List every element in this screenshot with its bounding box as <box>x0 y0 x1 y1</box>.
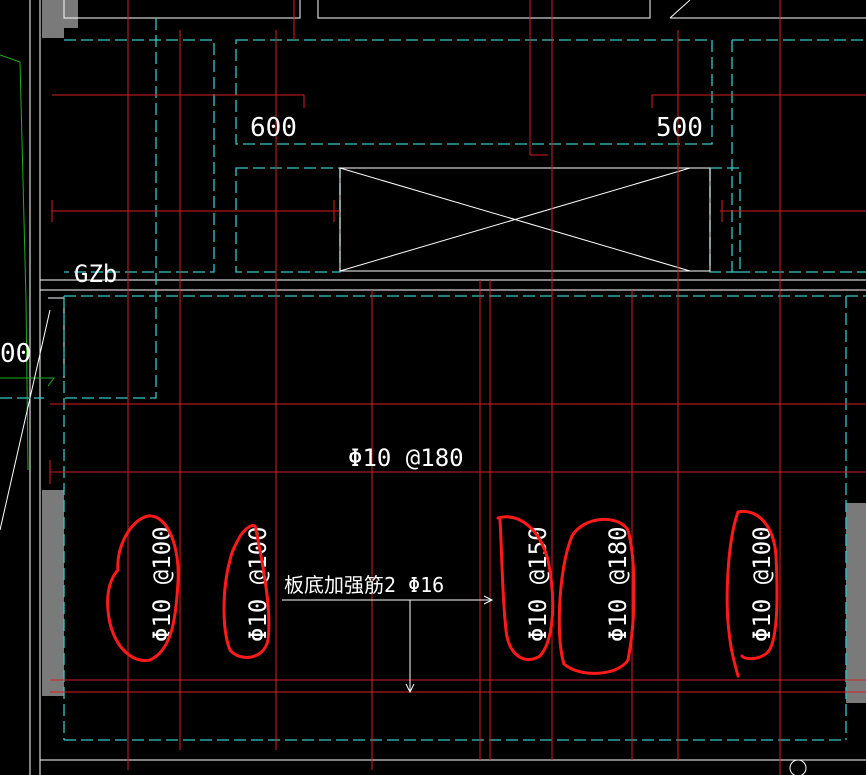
white-diagonal-left <box>0 309 51 531</box>
structure-edges <box>29 0 866 775</box>
column-top-left-cap <box>64 0 78 28</box>
markup-loop-1 <box>106 514 180 662</box>
horizontal-rebar-label: Φ10 @180 <box>348 444 464 472</box>
vertical-rebar-labels: Φ10 @100 Φ10 @100 Φ10 @150 Φ10 @180 Φ10 … <box>148 526 776 642</box>
green-lines <box>0 54 55 471</box>
green-polyline <box>0 54 29 471</box>
column-top-left <box>42 0 64 38</box>
opening-frame <box>339 167 711 272</box>
beam-edge-top-right <box>669 0 866 19</box>
rebar-h-mid-ticks <box>51 200 723 222</box>
dashed-left-vertical <box>64 18 157 399</box>
vertical-rebar-label-1: Φ10 @100 <box>148 526 176 642</box>
opening <box>339 167 711 272</box>
leader-lines <box>0 309 51 531</box>
opening-diagonal-b <box>339 167 691 272</box>
markup-loop-4 <box>557 517 636 675</box>
dimension-500: 500 <box>656 113 703 143</box>
green-arrow <box>0 377 55 387</box>
vertical-rebar-label-3: Φ10 @150 <box>524 526 552 642</box>
note-arrow-right <box>483 595 494 605</box>
dimension-600: 600 <box>250 113 297 143</box>
beam-edge-mid <box>40 279 866 291</box>
dashed-upper-box <box>235 39 713 145</box>
beam-edge-top-left <box>63 0 301 19</box>
markup-loop-5 <box>725 509 779 678</box>
markup-loops <box>106 509 779 678</box>
beam-edge-top-mid <box>317 0 651 19</box>
markup-loop-2 <box>222 524 271 659</box>
dashed-right-room <box>731 39 866 273</box>
markup-loop-3 <box>496 515 555 662</box>
wall-edge-left <box>29 0 41 775</box>
note-leader <box>282 595 494 694</box>
rebar-h-upper-left <box>52 94 305 108</box>
column-tag: GZb <box>74 260 117 288</box>
dashed-left-room <box>64 39 215 273</box>
section-marker <box>789 759 807 775</box>
dimension-left: 00 <box>0 339 31 369</box>
column-bottom-left <box>42 490 64 696</box>
reinforcement-note: 板底加强筋2 Φ16 <box>284 573 444 597</box>
column-bottom-right <box>846 503 866 703</box>
vertical-rebar-label-4: Φ10 @180 <box>604 526 632 642</box>
rebar-lines <box>49 0 866 775</box>
columns <box>42 0 866 703</box>
vertical-rebar-label-5: Φ10 @100 <box>748 526 776 642</box>
note-arrow-down <box>405 683 415 694</box>
rebar-h-upper-right <box>651 94 866 108</box>
dashed-outlines <box>0 18 866 741</box>
